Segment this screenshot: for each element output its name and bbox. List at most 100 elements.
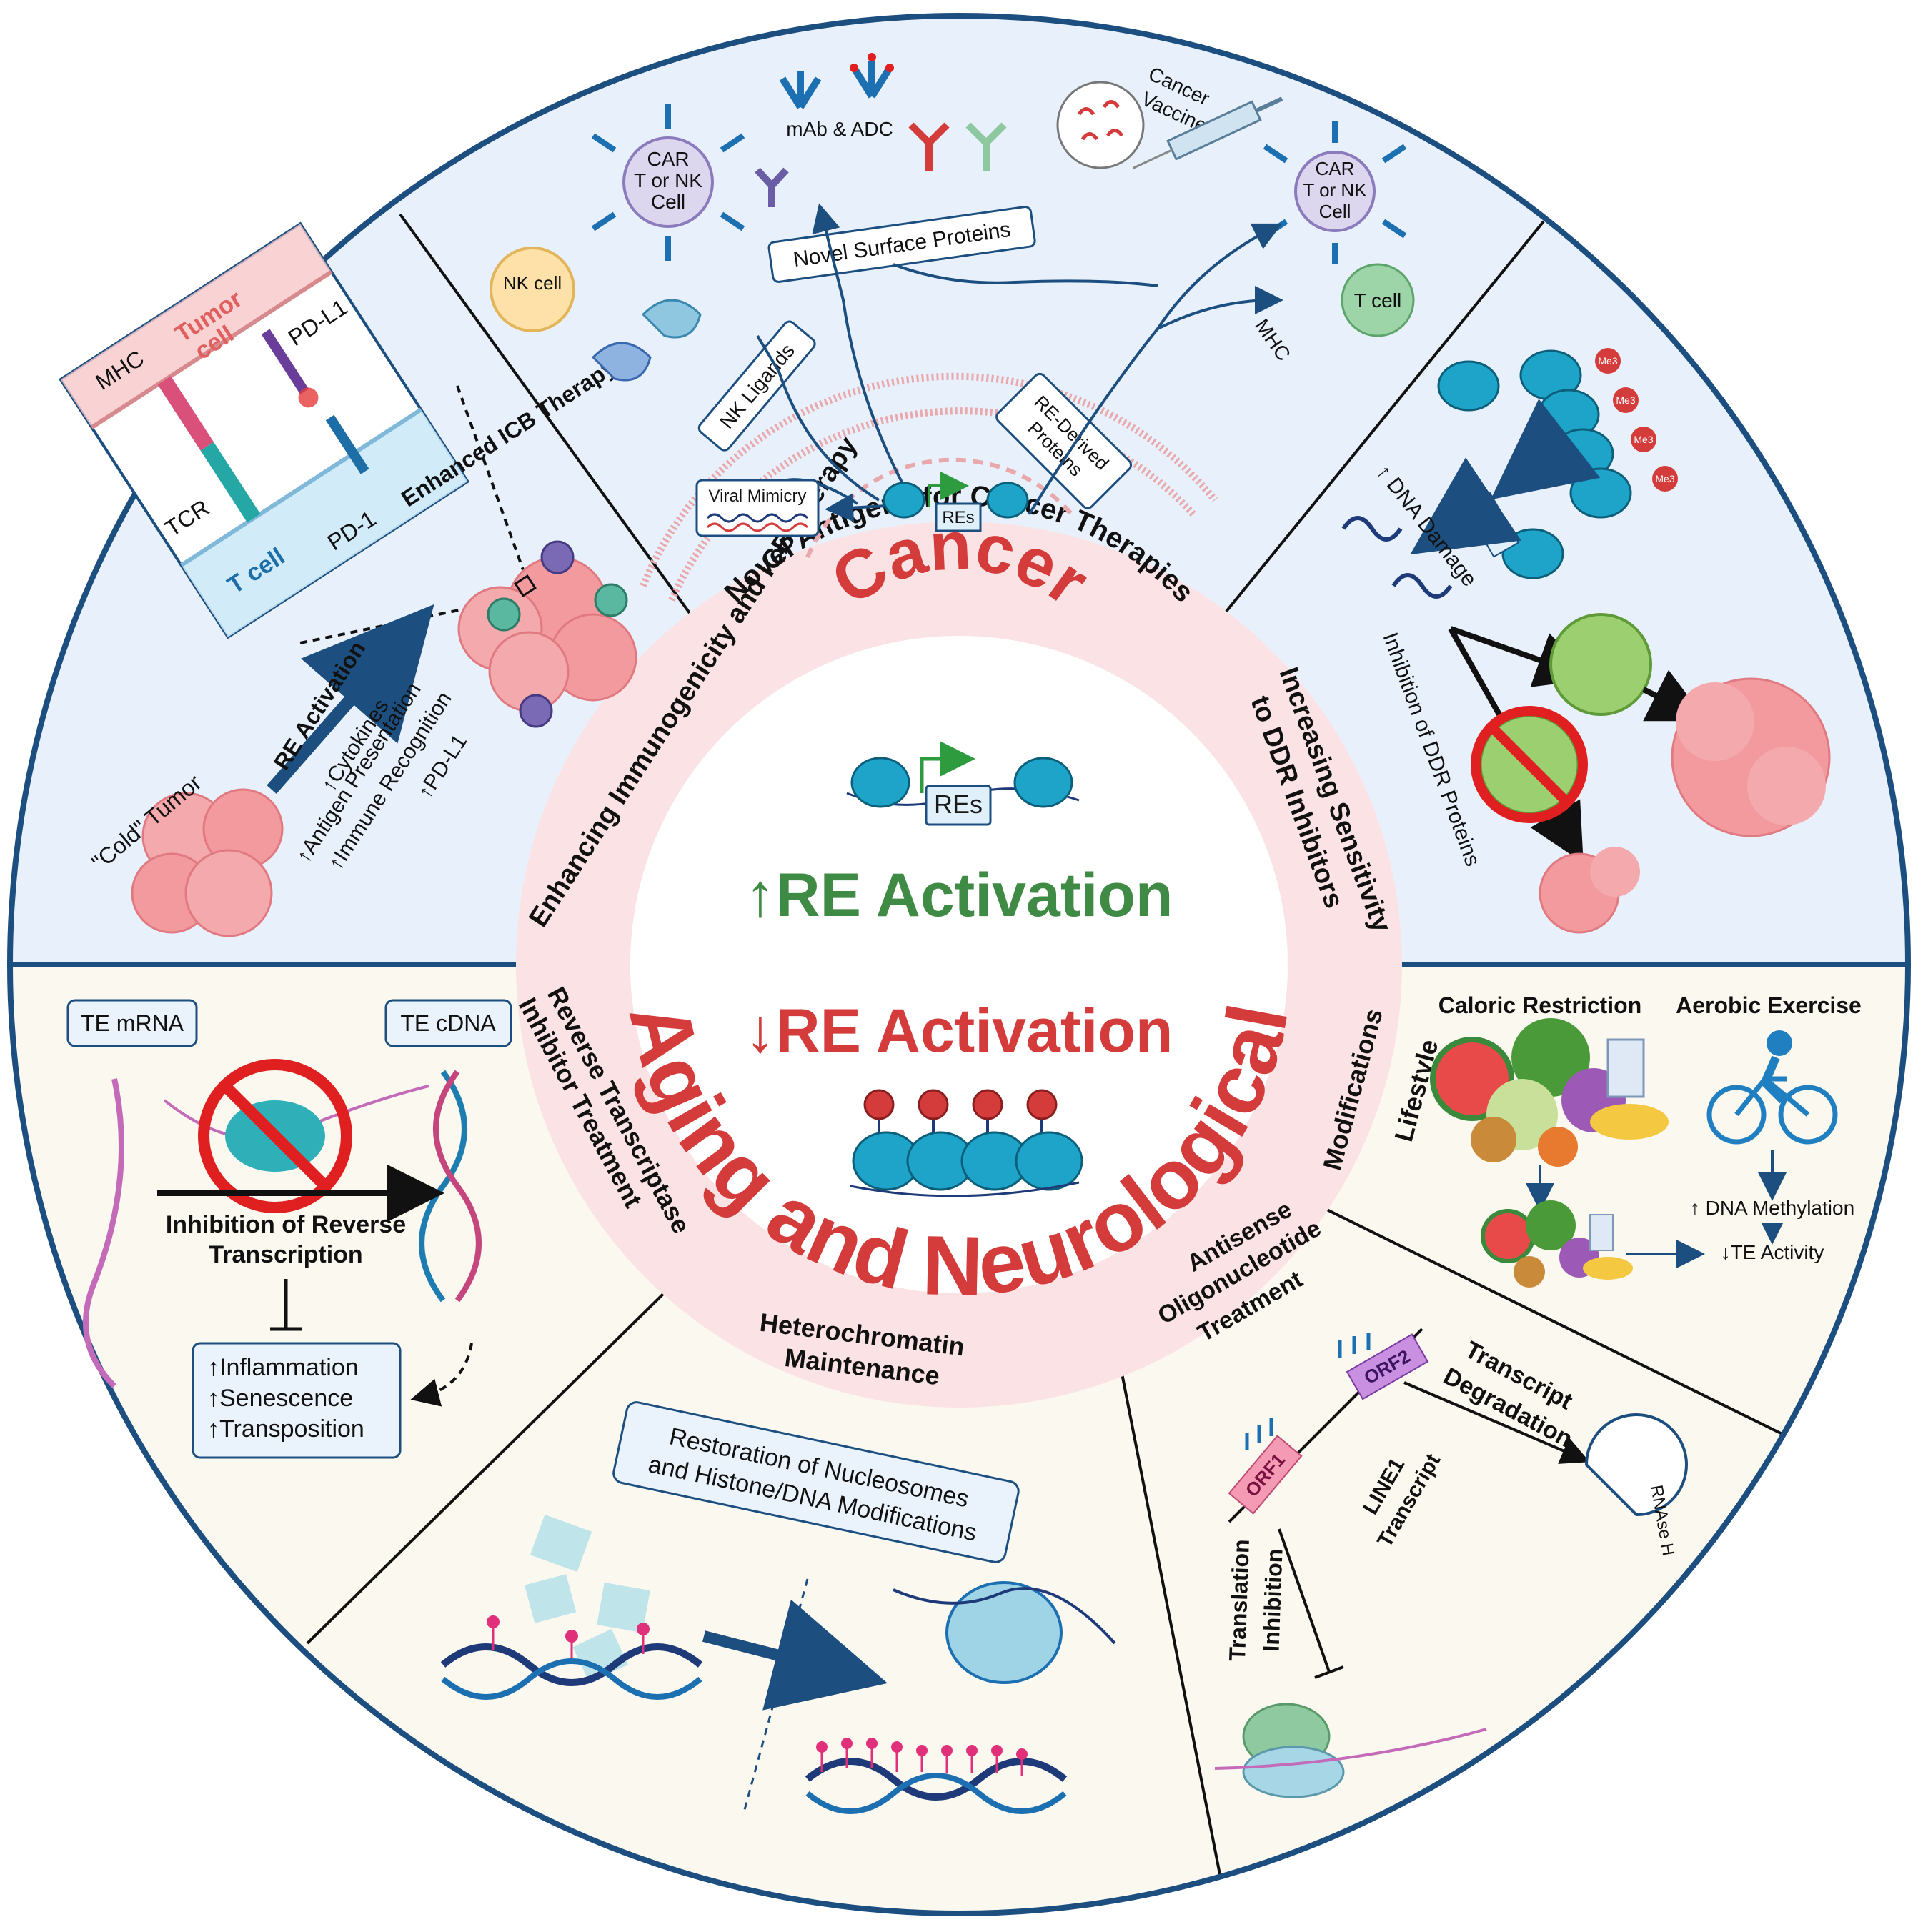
translation-inhibit-line <box>1278 1528 1331 1673</box>
translation-inhibition-line2: Inhibition <box>1258 1548 1288 1652</box>
nucleosome-icon <box>850 757 910 808</box>
rnase-h-icon <box>1584 1413 1688 1517</box>
receptor-icon <box>908 122 950 171</box>
caloric-restriction-label: Caloric Restriction <box>1438 992 1642 1018</box>
dendritic-cell-icon <box>519 694 553 728</box>
outer-circle <box>7 13 1911 1916</box>
food-pile-small-icon <box>1481 1200 1633 1288</box>
me3-mark-icon <box>1613 387 1639 413</box>
ddr-arrow <box>1490 399 1601 500</box>
te-cdna-box: TE cDNA <box>384 999 512 1047</box>
me3-mark-icon <box>1595 348 1621 374</box>
t-cell-icon <box>594 583 628 617</box>
orf1-box: ORF1 <box>1228 1435 1303 1515</box>
degradation-arrow <box>1403 1381 1590 1464</box>
res-label: REs <box>934 790 983 819</box>
histone-fragments-icon <box>525 1514 650 1683</box>
vaccine-circle <box>1056 81 1145 169</box>
nk-cell-icon <box>490 247 575 332</box>
small-res-nucleosomes: REs <box>883 472 1029 532</box>
cyclist-icon <box>1706 1030 1838 1145</box>
hot-tumor-icon <box>457 540 637 728</box>
syringe-icon <box>1132 96 1283 169</box>
aso-oligo-icon <box>1245 1418 1273 1450</box>
pd1-molecule-icon <box>325 414 369 474</box>
methyl-group-icon <box>918 1089 949 1120</box>
outcome-inflammation: ↑Inflammation <box>207 1354 359 1381</box>
t-cell-right-icon <box>1341 263 1415 337</box>
nucleosome-icon <box>1013 757 1073 808</box>
rt-inhibition-line2: Transcription <box>209 1241 362 1268</box>
tcr-molecule-icon <box>200 442 261 523</box>
methyl-group-icon <box>863 1089 895 1120</box>
dna-methyl-right <box>805 1738 1068 1814</box>
rti-outcomes-box: ↑Inflammation ↑Senescence ↑Transposition <box>192 1342 402 1459</box>
car-cell-left: CAR T or NK Cell <box>591 104 745 261</box>
nk-ligand-icon <box>641 299 702 339</box>
te-mrna-strand-icon <box>83 1078 124 1388</box>
prohibit-icon <box>1471 706 1588 823</box>
transcription-arrow-icon <box>920 741 975 793</box>
small-res-label: REs <box>942 508 974 527</box>
translation-inhibition-line1: Translation <box>1224 1539 1254 1662</box>
mhc-molecule-icon <box>157 376 214 451</box>
dendritic-cell-icon <box>540 540 575 574</box>
svg-text:CAR: CAR <box>1316 158 1355 179</box>
methyl-group-icon <box>972 1089 1003 1120</box>
pdl1-molecule-icon <box>261 329 309 394</box>
dna-methylation-label: ↑ DNA Methylation <box>1690 1197 1854 1219</box>
te-mrna-box: TE mRNA <box>66 999 198 1047</box>
outcome-transposition: ↑Transposition <box>207 1415 364 1443</box>
restoration-box: Restoration of Nucleosomes and Histone/D… <box>612 1401 1020 1563</box>
receptor-icon <box>965 122 1007 171</box>
viral-mimicry-box: Viral Mimicry <box>695 479 820 537</box>
svg-text:TE mRNA: TE mRNA <box>81 1010 184 1036</box>
zoom-dashed-line <box>456 385 530 587</box>
nk-ligand-icon <box>591 342 652 382</box>
center-res-nucleosomes: REs <box>846 741 1080 826</box>
svg-text:Me3: Me3 <box>1616 394 1635 406</box>
svg-text:Me3: Me3 <box>1655 473 1674 484</box>
t-cell-icon <box>487 597 521 632</box>
center-methylated-nucleosomes <box>850 1089 1083 1197</box>
svg-text:CAR: CAR <box>647 148 689 170</box>
divider-line <box>1106 1300 1231 1913</box>
restored-nucleosome-icon <box>893 1581 1116 1684</box>
prohibit-icon <box>198 1059 352 1213</box>
cold-tumor-icon <box>131 788 284 937</box>
receptor-icon <box>755 167 789 207</box>
dna-damage-helix <box>1341 516 1453 599</box>
nucleosome-icon <box>986 482 1029 519</box>
ribosome-icon <box>1242 1703 1345 1798</box>
divider-line <box>1199 220 1545 644</box>
icb-inset-panel: Tumor cell MHC PD-L1 TCR T cell PD-1 Enh… <box>59 221 621 639</box>
dna-methyl-left <box>440 1615 703 1700</box>
nk-cell-label: NK cell <box>503 272 562 294</box>
divider-line <box>1278 1185 1787 1438</box>
res-box <box>925 785 992 826</box>
aso-oligo-icon <box>1338 1333 1371 1358</box>
mrna-strand-icon <box>1214 1728 1487 1770</box>
food-pile-large-icon <box>1430 1018 1669 1167</box>
up-re-activation: ↑RE Activation <box>745 861 1173 930</box>
transposition-dashed-arrow <box>410 1343 473 1407</box>
svg-text:Viral Mimicry: Viral Mimicry <box>709 487 807 506</box>
svg-text:T or NK: T or NK <box>634 169 702 191</box>
re-activation-arrow <box>267 604 434 794</box>
nucleosome-icon <box>883 482 925 519</box>
center-white-disc <box>630 636 1288 1293</box>
aerobic-exercise-label: Aerobic Exercise <box>1676 992 1862 1018</box>
svg-text:Me3: Me3 <box>1598 355 1617 367</box>
ddr-protein-icon <box>1549 613 1652 716</box>
center-pink-ring <box>516 522 1402 1408</box>
ddr-arrow <box>1410 457 1521 555</box>
me3-mark-icon <box>1652 466 1678 492</box>
svg-text:T or NK: T or NK <box>1303 179 1367 201</box>
restoration-arrow <box>702 1599 888 1711</box>
svg-text:TE cDNA: TE cDNA <box>400 1010 496 1036</box>
rt-inhibition-line1: Inhibition of Reverse <box>166 1211 406 1238</box>
down-re-activation: ↓RE Activation <box>745 997 1173 1065</box>
svg-text:Cell: Cell <box>1319 201 1351 222</box>
